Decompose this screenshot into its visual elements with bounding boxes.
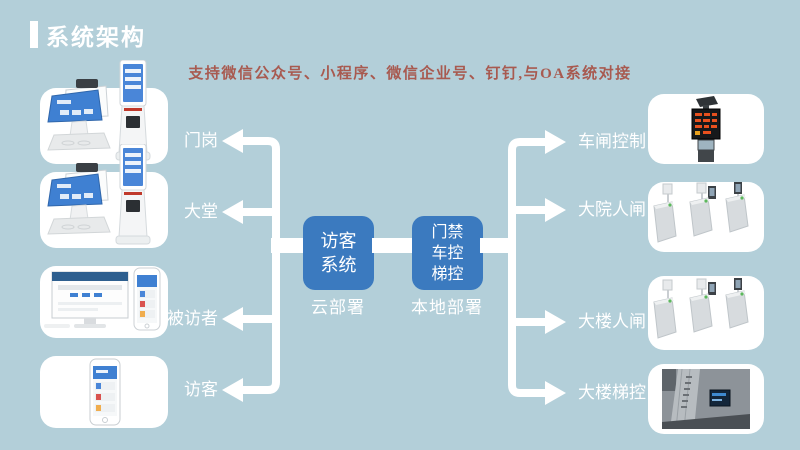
visitor-system-line1: 访客 [320, 231, 357, 251]
speed-gate-turnstiles-icon [653, 182, 749, 243]
card-lobby-devices [40, 144, 168, 248]
vehicle-gate-led-controller-icon [691, 96, 721, 162]
label-building-turnstile: 大楼人闸 [578, 312, 646, 331]
right-bracket-connector [508, 130, 566, 405]
caption-local-deploy: 本地部署 [411, 298, 483, 317]
connector-local-to-right-bracket [480, 238, 514, 253]
visitor-system-line2: 系统 [320, 255, 357, 275]
subtitle-text: 支持微信公众号、小程序、微信企业号、钉钉,与OA系统对接 [188, 66, 632, 82]
label-gate-post: 门岗 [184, 131, 218, 150]
access-control-line2: 车控 [431, 244, 464, 262]
card-elevator-panel [648, 364, 764, 434]
speed-gate-turnstiles-icon [653, 278, 749, 339]
elevator-access-panel-icon [662, 368, 750, 430]
smartphone-app-icon [89, 358, 121, 426]
caption-cloud-deploy: 云部署 [311, 298, 365, 317]
page-title: 系统架构 [46, 24, 146, 50]
label-visitor: 访客 [184, 380, 218, 399]
left-bracket-connector [222, 129, 280, 402]
node-access-control: 门禁 车控 梯控 [412, 216, 483, 290]
card-visitor-phone [40, 356, 168, 428]
label-elevator-control: 大楼梯控 [578, 383, 646, 402]
title-accent-bar [30, 21, 38, 48]
access-control-line1: 门禁 [431, 223, 464, 241]
card-building-turnstiles [648, 276, 764, 350]
card-host-devices [40, 266, 168, 338]
label-vehicle-gate: 车闸控制 [578, 132, 646, 151]
card-yard-turnstiles [648, 182, 764, 252]
access-control-line3: 梯控 [431, 265, 464, 283]
node-visitor-system: 访客 系统 [303, 216, 374, 290]
connector-cloud-to-local [372, 238, 414, 253]
label-lobby: 大堂 [184, 202, 218, 221]
desktop-monitor-and-phone-icon [44, 267, 161, 331]
label-host: 被访者 [167, 309, 218, 328]
card-vehicle-gate-controller [648, 94, 764, 164]
connector-cloud-to-left-bracket [271, 238, 307, 253]
checkin-terminal-and-kiosk-icon [47, 144, 151, 245]
label-yard-turnstile: 大院人闸 [578, 200, 646, 219]
